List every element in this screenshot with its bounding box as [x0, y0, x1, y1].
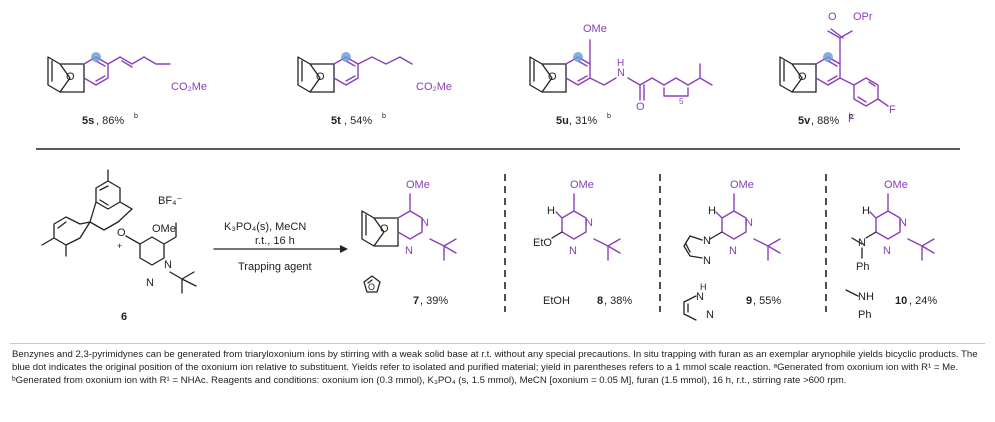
- oxonium-position-dot: [91, 52, 101, 62]
- product-id: 7: [413, 295, 419, 307]
- pyrimidine-n2: N: [569, 245, 577, 257]
- bridge-oxygen: O: [798, 71, 807, 83]
- pyrimidine-n1: N: [421, 217, 429, 229]
- oxonium-position-dot: [823, 52, 833, 62]
- caption-divider: [10, 343, 985, 344]
- compound-5u: O OMe N H O 5 5u , 31% b: [529, 23, 713, 127]
- phenyl-label: Ph: [856, 261, 869, 273]
- compound-id: 5u: [556, 115, 569, 127]
- oxonium-oxygen: O: [117, 227, 126, 239]
- compound-5s: O CO₂Me 5s , 86% b: [47, 52, 207, 127]
- reaction-arrow: K₃PO₄(s), MeCN r.t., 16 h Trapping agent: [213, 221, 348, 273]
- trapping-agent: EtOH: [543, 295, 570, 307]
- product-9: H OMe N N N N H N N 9 , 55%: [683, 179, 781, 321]
- pyrimidine-n1: N: [899, 217, 907, 229]
- pyrimidine-n2: N: [729, 245, 737, 257]
- h-label: H: [547, 205, 555, 217]
- pyrimidine-n2: N: [146, 277, 154, 289]
- product-10: H OMe N N N Ph NH Ph 10 , 24%: [845, 179, 937, 321]
- product-id: 8: [597, 295, 603, 307]
- compound-yield: , 86%: [96, 115, 124, 127]
- product-yield: , 38%: [604, 295, 632, 307]
- bridge-oxygen: O: [316, 71, 325, 83]
- conditions-reagents: K₃PO₄(s), MeCN: [224, 221, 306, 233]
- product-yield: , 55%: [753, 295, 781, 307]
- counterion: BF₄⁻: [158, 195, 183, 207]
- pyrimidine-n1: N: [745, 217, 753, 229]
- compound-5t: O CO₂Me 5t , 54% b: [297, 52, 452, 127]
- pyrazole-nh-h: H: [700, 282, 707, 292]
- footnote-mark: b: [134, 113, 138, 120]
- bridge-oxygen: O: [380, 223, 389, 235]
- fluorine-para: F: [889, 104, 896, 116]
- pyrimidine-n1: N: [164, 259, 172, 271]
- conditions-time: r.t., 16 h: [255, 235, 295, 247]
- compound-id: 5t: [331, 115, 341, 127]
- fluorine-ortho: F: [848, 113, 855, 125]
- compound-yield: , 31%: [569, 115, 597, 127]
- pyrimidine-n2: N: [405, 245, 413, 257]
- amide-h-label: H: [617, 58, 624, 69]
- oxonium-position-dot: [341, 52, 351, 62]
- compound-id: 5s: [82, 115, 94, 127]
- pyrimidine-n2: N: [883, 245, 891, 257]
- bridge-oxygen: O: [66, 71, 75, 83]
- figure-caption: Benzynes and 2,3-pyrimidynes can be gene…: [12, 349, 978, 387]
- methoxy-label: OMe: [406, 179, 430, 191]
- compound-yield: , 54%: [344, 115, 372, 127]
- product-yield: , 39%: [420, 295, 448, 307]
- footnote-mark: b: [382, 113, 386, 120]
- ester-label: CO₂Me: [171, 81, 207, 93]
- pyrimidine-n1: N: [585, 217, 593, 229]
- carbonyl-oxygen: O: [636, 101, 645, 113]
- amine-n: N: [858, 237, 866, 249]
- amide-n-label: N: [617, 67, 625, 79]
- reactant-6: O + OMe N N BF₄⁻ 6: [41, 169, 197, 323]
- oxonium-charge: +: [117, 241, 122, 251]
- product-id: 10: [895, 295, 907, 307]
- trapping-agent-label: Trapping agent: [238, 261, 312, 273]
- methoxy-label: OMe: [570, 179, 594, 191]
- pyrazole-n: N: [706, 309, 714, 321]
- ester-carbonyl-o: O: [828, 11, 837, 23]
- compound-yield: , 88%: [811, 115, 839, 127]
- pyrazole-n2: N: [703, 255, 711, 267]
- bridge-oxygen: O: [548, 71, 557, 83]
- reactant-id: 6: [121, 311, 127, 323]
- chain-subscript: 5: [679, 97, 684, 106]
- reaction-scheme: O CO₂Me 5s , 86% b O CO₂Me 5t , 54% b O …: [36, 11, 960, 323]
- trap-amine: NH: [858, 291, 874, 303]
- methoxy-label: OMe: [884, 179, 908, 191]
- pyrazole-n1: N: [703, 235, 711, 247]
- product-8: H OMe N N EtO EtOH 8 , 38%: [533, 179, 632, 307]
- methoxy-label: OMe: [152, 223, 176, 235]
- h-label: H: [862, 205, 870, 217]
- product-7: O OMe N N O 7 , 39%: [361, 179, 457, 307]
- h-label: H: [708, 205, 716, 217]
- footnote-mark: b: [849, 113, 853, 120]
- footnote-mark: b: [607, 113, 611, 120]
- oxonium-position-dot: [573, 52, 583, 62]
- compound-5v: O O OPr F F 5v , 88% b: [779, 11, 896, 127]
- methoxy-label: OMe: [730, 179, 754, 191]
- ester-label: CO₂Me: [416, 81, 452, 93]
- product-yield: , 24%: [909, 295, 937, 307]
- compound-id: 5v: [798, 115, 811, 127]
- furan-oxygen: O: [368, 282, 375, 292]
- methoxy-label: OMe: [583, 23, 607, 35]
- pyrazole-nh-n: N: [696, 291, 704, 303]
- trap-phenyl: Ph: [858, 309, 871, 321]
- ethoxy-label: EtO: [533, 237, 552, 249]
- ester-opr: OPr: [853, 11, 873, 23]
- product-id: 9: [746, 295, 752, 307]
